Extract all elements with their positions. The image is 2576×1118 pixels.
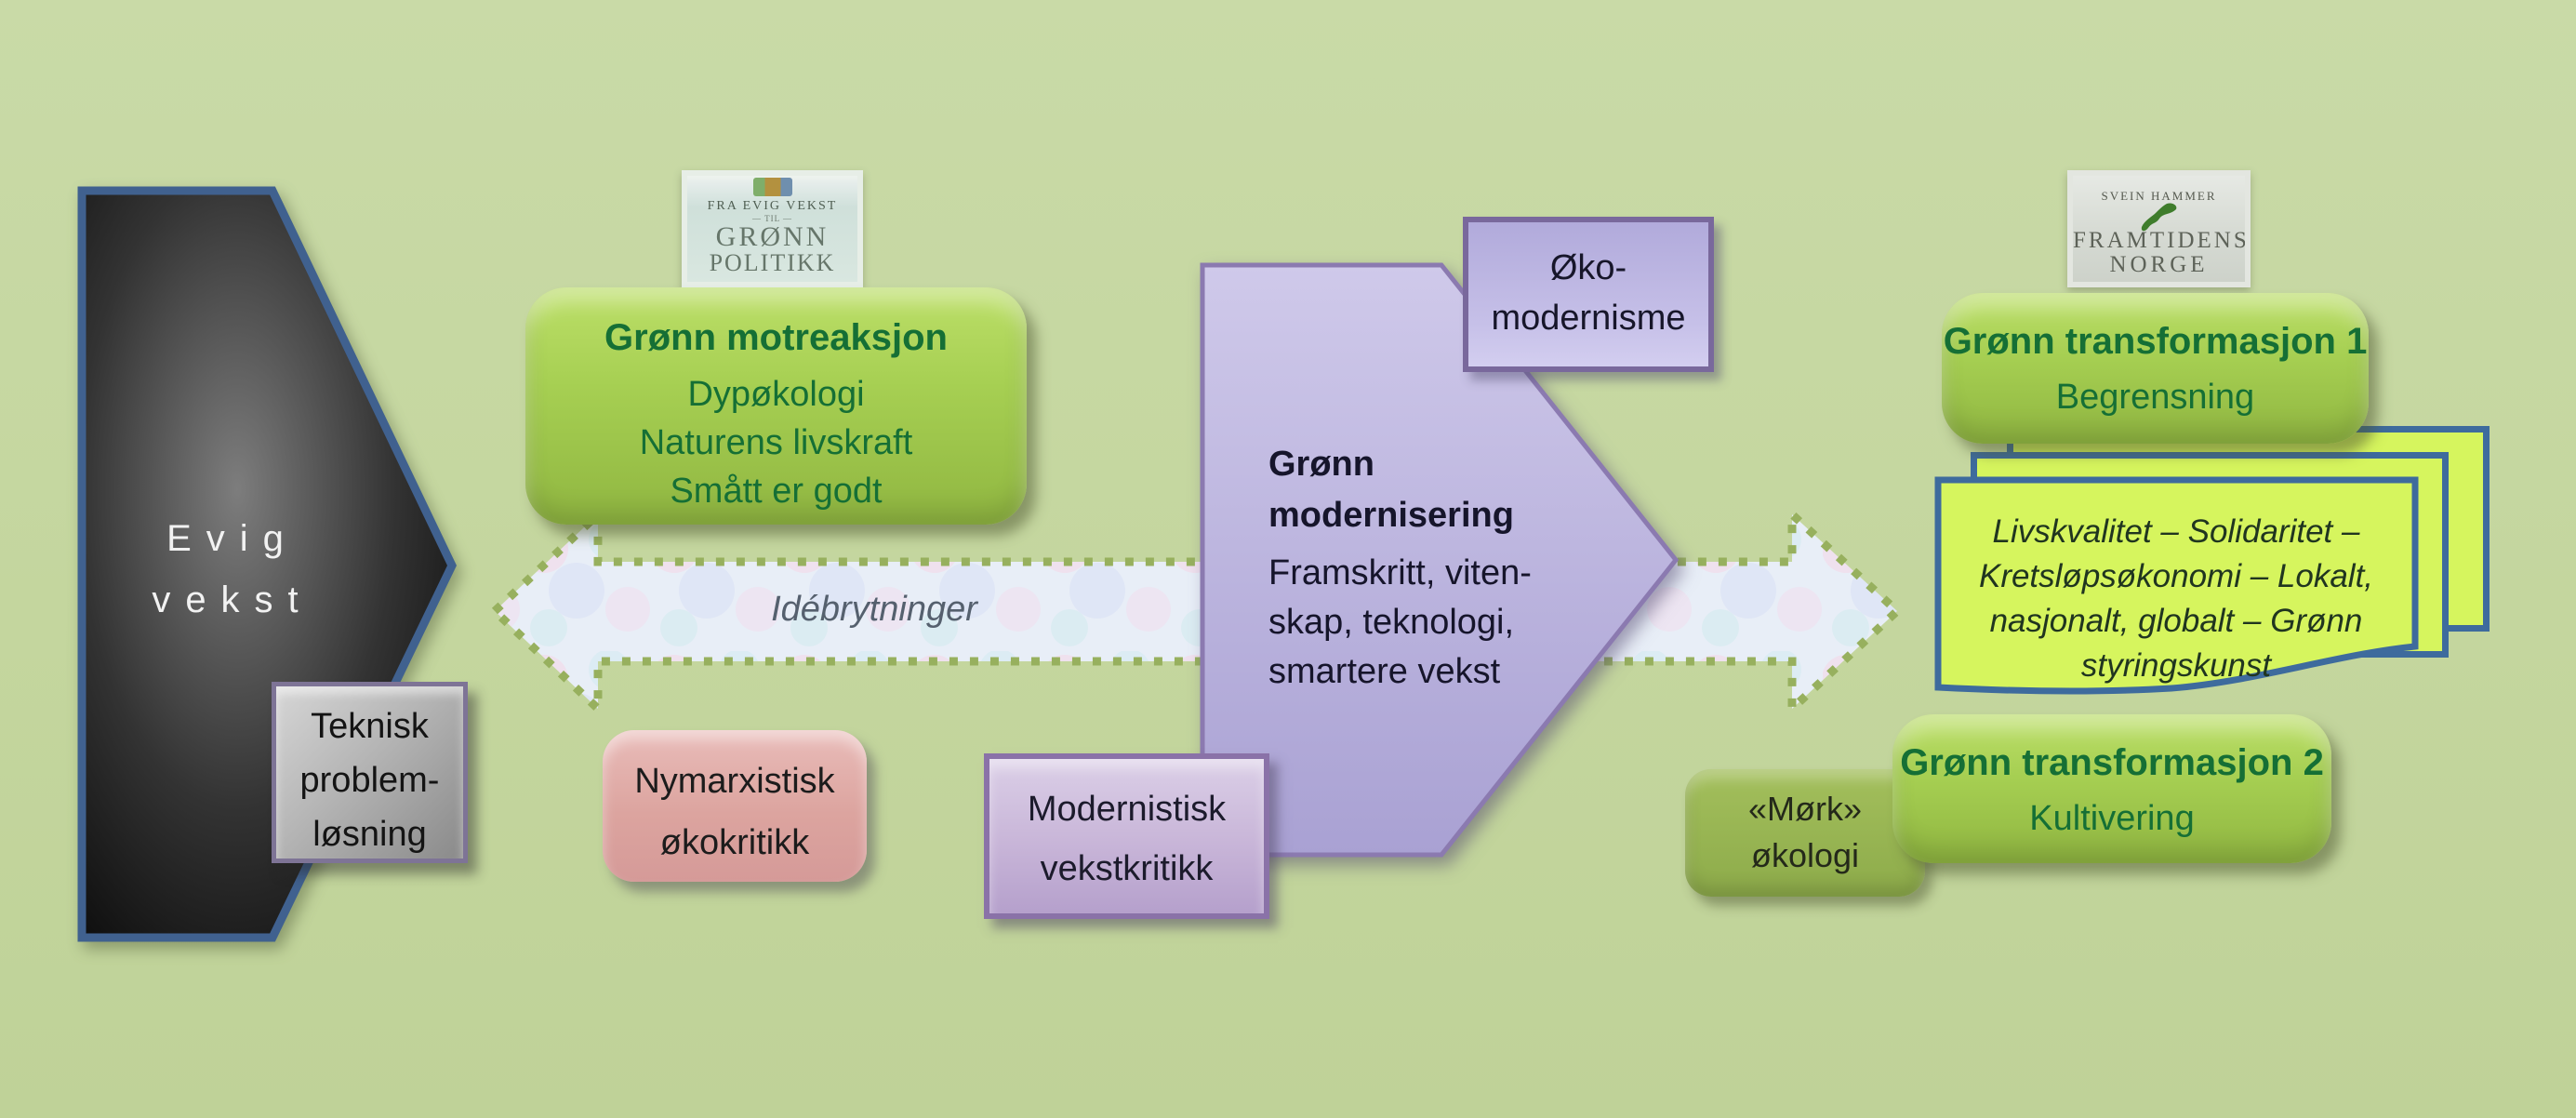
modernisering-title-line2: modernisering <box>1268 496 1514 535</box>
evig-vekst-line1: Evig <box>166 518 299 559</box>
mork-line2: økologi <box>1750 836 1860 874</box>
gronn-modernisering-body: Framskritt, viten- skap, teknologi, smar… <box>1268 549 1659 697</box>
gronn-motreaksjon-box: Grønn motreaksjon Dypøkologi Naturens li… <box>525 287 1027 525</box>
gronn-transformasjon1-box: Grønn transformasjon 1 Begrensning <box>1942 293 2369 444</box>
nymarxistisk-line2: økokritikk <box>659 823 810 862</box>
mork-okologi-box: «Mørk» økologi <box>1685 769 1925 897</box>
teknisk-line3: løsning <box>312 815 427 854</box>
book1-mid-line: — TIL — <box>752 214 792 223</box>
book1-title-line1: GRØNN <box>715 221 830 252</box>
book2-title-line2: NORGE <box>2109 252 2209 277</box>
teknisk-line2: problem- <box>299 761 440 800</box>
modernistisk-line2: vekstkritikk <box>1040 849 1214 888</box>
notes-line1: Livskvalitet – Solidaritet – <box>1992 513 2360 550</box>
notes-sheet-front <box>1934 476 2419 695</box>
notes-text: Livskvalitet – Solidaritet – Kretsløpsøk… <box>1953 510 2399 688</box>
notes-line2: Kretsløpsøkonomi – Lokalt, <box>1978 558 2374 594</box>
nymarxistisk-line1: Nymarxistisk <box>634 762 835 801</box>
okomodernisme-line1: Øko- <box>1549 248 1627 287</box>
teknisk-problemlosning-box: Teknisk problem- løsning <box>272 682 468 863</box>
book-cover-framtidens-norge: SVEIN HAMMER FRAMTIDENS NORGE <box>2067 170 2251 287</box>
transformasjon1-sub: Begrensning <box>2055 378 2255 417</box>
mork-line1: «Mørk» <box>1747 790 1862 828</box>
motreaksjon-line3: Smått er godt <box>670 472 883 511</box>
notes-line3: nasjonalt, globalt – Grønn <box>1989 603 2363 639</box>
motreaksjon-title: Grønn motreaksjon <box>604 317 948 358</box>
norway-map-icon <box>2141 203 2176 232</box>
notes-line4: styringskunst <box>2080 647 2272 684</box>
book2-author: SVEIN HAMMER <box>2101 189 2217 203</box>
modernisering-body-line1: Framskritt, viten- <box>1268 553 1532 592</box>
motreaksjon-line2: Naturens livskraft <box>639 423 913 462</box>
modernistisk-vekstkritikk-box: Modernistisk vekstkritikk <box>984 753 1269 919</box>
okomodernisme-line2: modernisme <box>1491 299 1686 338</box>
book1-top-line: FRA EVIG VEKST <box>707 199 838 213</box>
book-cover-gronn-politikk: FRA EVIG VEKST — TIL — GRØNN POLITIKK <box>682 170 863 287</box>
book1-title-line2: POLITIKK <box>709 249 836 276</box>
modernisering-title-line1: Grønn <box>1268 445 1374 484</box>
transformasjon1-title: Grønn transformasjon 1 <box>1943 321 2368 362</box>
book1-illustration-icon <box>752 178 792 196</box>
modernisering-body-line2: skap, teknologi, <box>1268 603 1515 642</box>
teknisk-line1: Teknisk <box>311 707 429 746</box>
gronn-modernisering-title: Grønn modernisering <box>1268 439 1659 541</box>
book2-title-line1: FRAMTIDENS <box>2073 228 2250 253</box>
evig-vekst-text: Evig vekst <box>102 508 363 631</box>
evig-vekst-line2: vekst <box>152 579 313 620</box>
modernistisk-line1: Modernistisk <box>1027 790 1227 829</box>
motreaksjon-line1: Dypøkologi <box>687 375 865 414</box>
gronn-transformasjon2-box: Grønn transformasjon 2 Kultivering <box>1892 714 2331 863</box>
nymarxistisk-okokritikk-box: Nymarxistisk økokritikk <box>603 730 867 882</box>
transformasjon2-title: Grønn transformasjon 2 <box>1900 742 2324 783</box>
transformasjon2-sub: Kultivering <box>2029 799 2195 838</box>
modernisering-body-line3: smartere vekst <box>1268 652 1501 691</box>
idebrytninger-label: Idébrytninger <box>771 590 977 629</box>
okomodernisme-box: Øko- modernisme <box>1463 217 1714 372</box>
